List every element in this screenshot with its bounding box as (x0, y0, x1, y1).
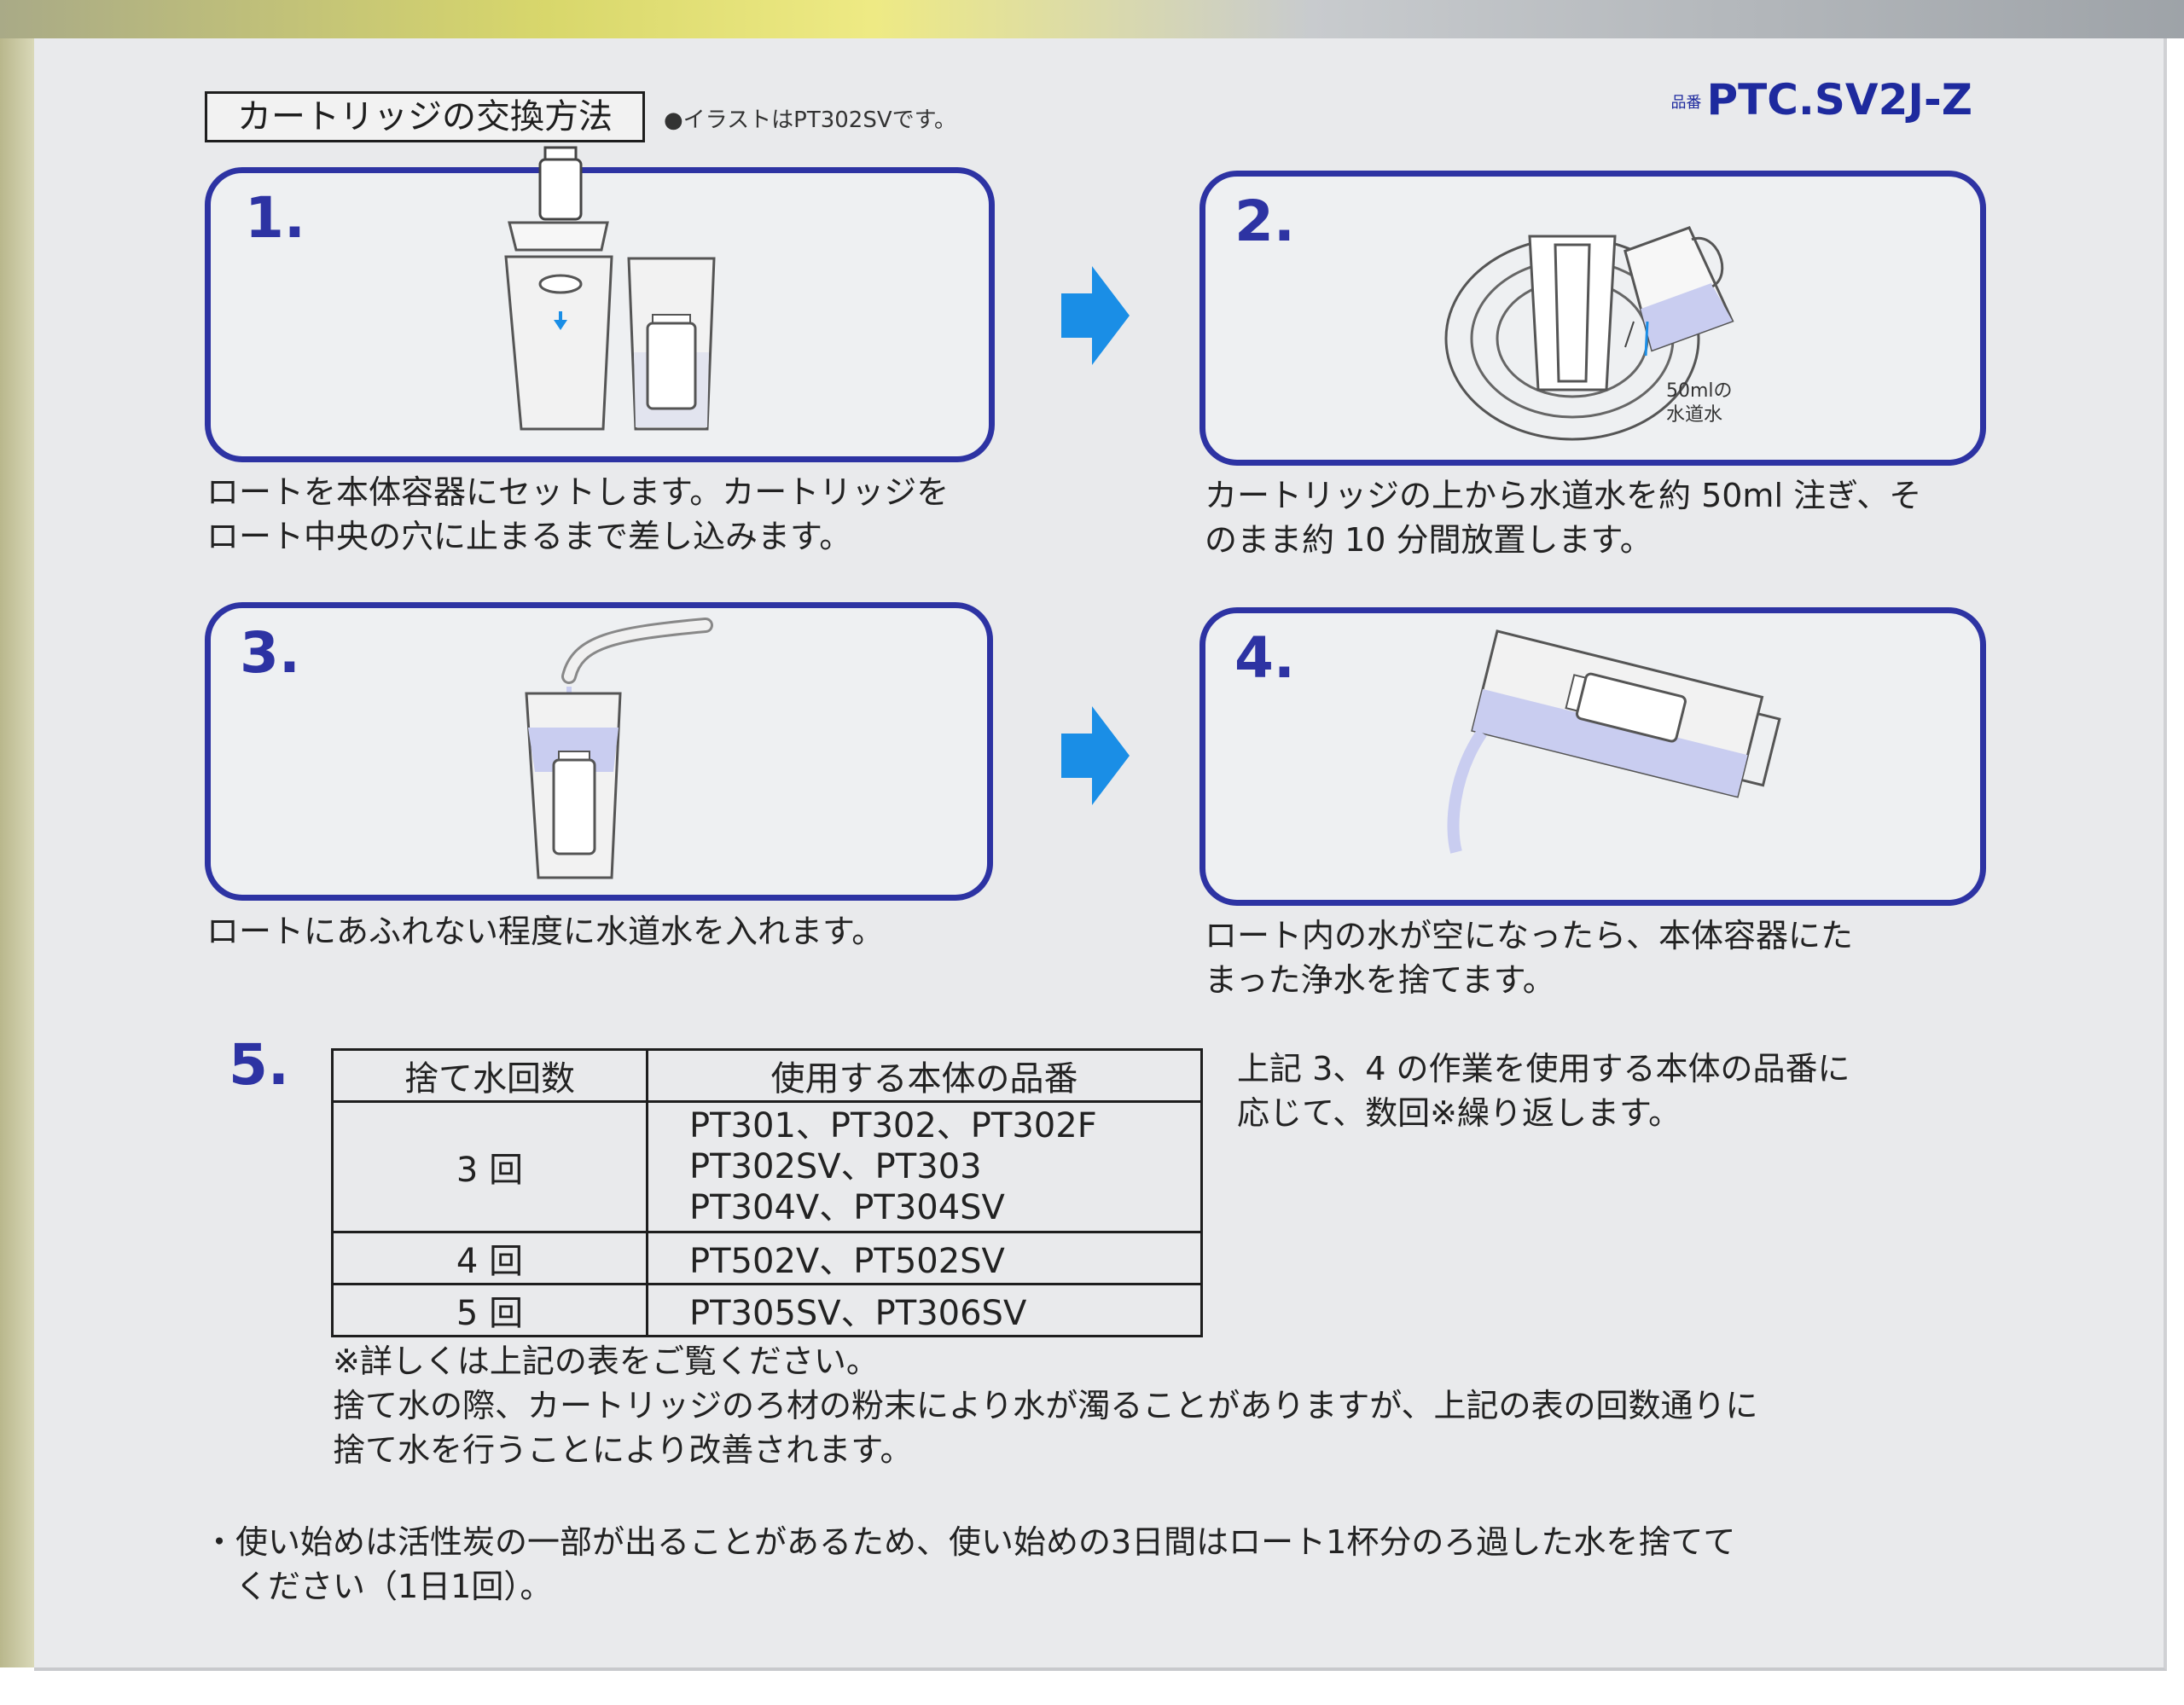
table-cell-count: 4 回 (331, 1231, 648, 1285)
model-prefix: 品番 (1670, 94, 1702, 112)
table-row: 3 回 PT301、PT302、PT302F PT302SV、PT303 PT3… (331, 1100, 1203, 1233)
footer-note: 使い始めは活性炭の一部が出ることがあるため、使い始めの3日間はロート1杯分のろ過… (235, 1520, 1735, 1609)
step-1-caption-line-2: ロート中央の穴に止まるまで差し込みます。 (206, 518, 852, 555)
step-2-number: 2. (1234, 188, 1295, 254)
footer-line-1: 使い始めは活性炭の一部が出ることがあるため、使い始めの3日間はロート1杯分のろ過… (235, 1523, 1736, 1561)
side-text-line-2: 応じて、数回※繰り返します。 (1237, 1094, 1682, 1132)
step-1-panel: 1. (205, 146, 995, 462)
step-2-illustration (1444, 226, 1734, 441)
box-left-edge (0, 38, 34, 1667)
step-2-panel: 2. 50mlの 水道水 (1199, 171, 1986, 466)
step-1-illustration (504, 146, 716, 431)
box-top-edge (0, 0, 2184, 38)
step-1-caption-line-1: ロートを本体容器にセットします。カートリッジを (206, 473, 950, 511)
step-3-caption-line-1: ロートにあふれない程度に水道水を入れます。 (206, 913, 885, 950)
step-2-caption: カートリッジの上から水道水を約 50ml 注ぎ、そ のまま約 10 分間放置しま… (1205, 473, 1921, 562)
step-3-caption: ロートにあふれない程度に水道水を入れます。 (206, 909, 884, 954)
note-line-2: 捨て水の際、カートリッジのろ材の粉末により水が濁ることがありますが、上記の表の回… (333, 1387, 1758, 1424)
model-list-item: PT302SV、PT303 (689, 1147, 982, 1186)
step-1-caption: ロートを本体容器にセットします。カートリッジを ロート中央の穴に止まるまで差し込… (206, 470, 949, 559)
table-header: 使用する本体の品番 (646, 1048, 1203, 1103)
step-4-number: 4. (1234, 625, 1295, 691)
model-list-item: PT304V、PT304SV (689, 1188, 1005, 1227)
note-line-3: 捨て水を行うことにより改善されます。 (333, 1431, 913, 1469)
step-4-caption: ロート内の水が空になったら、本体容器にた まった浄水を捨てます。 (1205, 913, 1853, 1002)
table-row: 5 回 PT305SV、PT306SV (331, 1283, 1203, 1337)
table-header-row: 捨て水回数 使用する本体の品番 (331, 1048, 1203, 1103)
table-row: 4 回 PT502V、PT502SV (331, 1231, 1203, 1285)
step-4-panel: 4. (1199, 607, 1986, 906)
table-cell-models: PT301、PT302、PT302F PT302SV、PT303 PT304V、… (646, 1100, 1203, 1233)
step-5-side-text: 上記 3、4 の作業を使用する本体の品番に 応じて、数回※繰り返します。 (1237, 1047, 1850, 1135)
step-3-panel: 3. (205, 602, 993, 901)
side-text-line-1: 上記 3、4 の作業を使用する本体の品番に (1237, 1050, 1850, 1087)
model-list-item: PT301、PT302、PT302F (689, 1106, 1097, 1145)
footer-line-2: ください（1日1回）。 (235, 1568, 553, 1605)
step-2-caption-line-2: のまま約 10 分間放置します。 (1205, 521, 1653, 559)
table-cell-models: PT502V、PT502SV (646, 1231, 1203, 1285)
footer-bullet: ・ (203, 1523, 236, 1561)
model-number-text: PTC.SV2J-Z (1706, 75, 1972, 125)
table-cell-count: 5 回 (331, 1283, 648, 1337)
arrow-right-icon (1061, 266, 1130, 365)
section-title: カートリッジの交換方法 (205, 91, 645, 142)
step-5-note: ※詳しくは上記の表をご覧ください。 捨て水の際、カートリッジのろ材の粉末により水… (333, 1339, 1758, 1472)
arrow-right-icon (1061, 706, 1130, 805)
table-cell-models: PT305SV、PT306SV (646, 1283, 1203, 1337)
table-header: 捨て水回数 (331, 1048, 648, 1103)
step-2-figure-label: 50mlの 水道水 (1666, 380, 1733, 427)
illustration-note: ●イラストはPT302SVです。 (664, 107, 957, 133)
step-3-number: 3. (240, 620, 300, 686)
table-cell-count: 3 回 (331, 1100, 648, 1233)
rinse-count-table: 捨て水回数 使用する本体の品番 3 回 PT301、PT302、PT302F P… (331, 1048, 1203, 1337)
figure-label-line-1: 50mlの (1666, 380, 1733, 402)
step-4-caption-line-1: ロート内の水が空になったら、本体容器にた (1205, 917, 1854, 954)
note-line-1: ※詳しくは上記の表をご覧ください。 (333, 1343, 879, 1380)
step-3-illustration (525, 618, 713, 879)
step-4-illustration (1447, 629, 1781, 854)
step-5-number: 5. (229, 1032, 289, 1098)
step-4-caption-line-2: まった浄水を捨てます。 (1205, 961, 1555, 999)
step-1-number: 1. (245, 185, 305, 251)
figure-label-line-2: 水道水 (1666, 404, 1723, 426)
step-2-caption-line-1: カートリッジの上から水道水を約 50ml 注ぎ、そ (1205, 477, 1922, 514)
